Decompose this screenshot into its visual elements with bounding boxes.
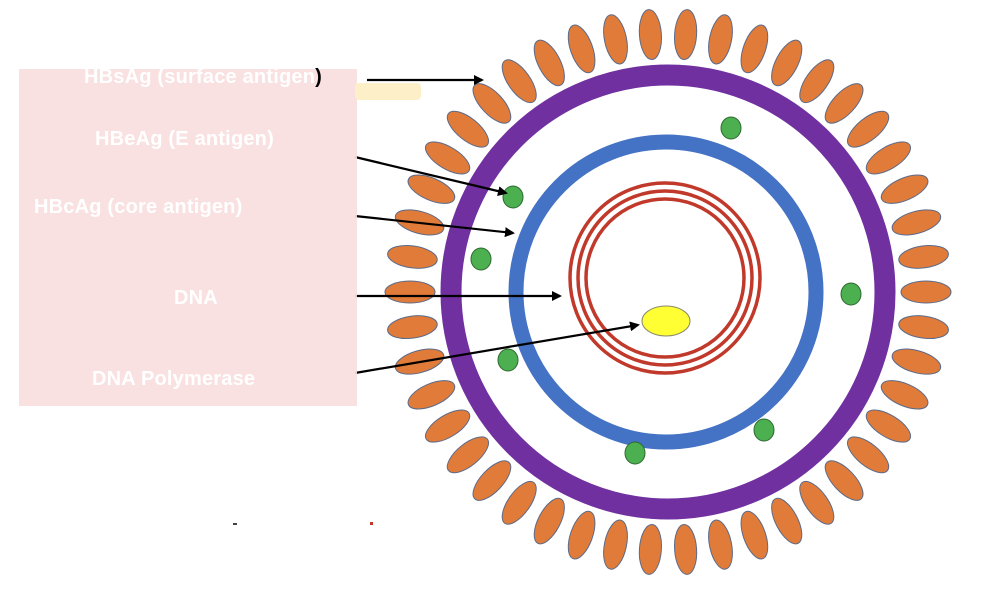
surface-spike [387, 315, 438, 340]
surface-spike [708, 14, 733, 65]
arrows [354, 75, 640, 375]
label-highlight [355, 83, 421, 100]
label-core-antigen: HBcAg (core antigen) [34, 196, 243, 218]
arrow-dna-polymerase [354, 321, 640, 375]
label-dna: DNA [174, 287, 218, 309]
surface-spike [424, 141, 471, 175]
surface-spike [771, 39, 803, 87]
surface-spikes [384, 9, 952, 575]
arrow-e-antigen [354, 155, 508, 197]
surface-spike [799, 59, 835, 104]
surface-spike [567, 510, 596, 560]
surface-spike [708, 519, 733, 570]
e-antigen-dots [470, 116, 862, 465]
surface-spike [771, 497, 803, 545]
surface-spike [603, 519, 628, 570]
surface-spike [533, 497, 565, 545]
surface-spike [740, 510, 769, 560]
antigen-dot [502, 185, 524, 209]
surface-spike [501, 480, 537, 525]
label-overlay-panel [19, 69, 357, 406]
arrow-core-antigen [354, 214, 515, 238]
antigen-dot [470, 247, 492, 271]
surface-spike [824, 460, 864, 501]
label-surface-antigen-paren: ) [315, 66, 322, 88]
surface-spike [673, 9, 698, 61]
antigen-dot [840, 282, 862, 306]
surface-spike [898, 244, 949, 269]
surface-spike [446, 436, 489, 474]
capsid-ring [508, 134, 824, 450]
surface-spike [898, 315, 949, 340]
surface-spike [387, 244, 438, 269]
surface-spike [847, 436, 890, 474]
surface-spike [891, 348, 942, 375]
surface-spike [740, 24, 769, 74]
antigen-dot [753, 418, 775, 442]
surface-spike [407, 174, 456, 204]
surface-spike [424, 409, 471, 443]
surface-spike [567, 24, 596, 74]
surface-spike [824, 83, 864, 124]
dna-rings [568, 181, 762, 375]
surface-spike [533, 39, 565, 87]
label-surface-antigen: HBsAg (surface antigen) [84, 66, 322, 89]
label-surface-antigen-text: HBsAg (surface antigen [84, 66, 316, 88]
surface-spike [880, 174, 929, 204]
antigen-dot [624, 441, 646, 465]
surface-spike [472, 83, 512, 124]
surface-spike [799, 480, 835, 525]
antigen-dot [497, 348, 519, 372]
surface-spike [673, 523, 698, 575]
surface-spike [891, 209, 942, 236]
surface-spike [446, 110, 489, 148]
surface-spike [865, 409, 912, 443]
surface-spike [847, 110, 890, 148]
surface-spike [603, 14, 628, 65]
surface-spike [472, 460, 512, 501]
surface-spike [900, 280, 952, 304]
surface-spike [638, 9, 663, 61]
dna-polymerase-shape [641, 305, 691, 337]
antigen-dot [720, 116, 742, 140]
label-e-antigen: HBeAg (E antigen) [95, 128, 274, 150]
surface-spike [865, 141, 912, 175]
stray-marks [233, 522, 373, 525]
label-dna-polymerase: DNA Polymerase [92, 368, 256, 390]
surface-spike [407, 380, 456, 410]
surface-spike [384, 280, 436, 304]
surface-spike [638, 523, 663, 575]
surface-spike [501, 59, 537, 104]
surface-spike [880, 380, 929, 410]
